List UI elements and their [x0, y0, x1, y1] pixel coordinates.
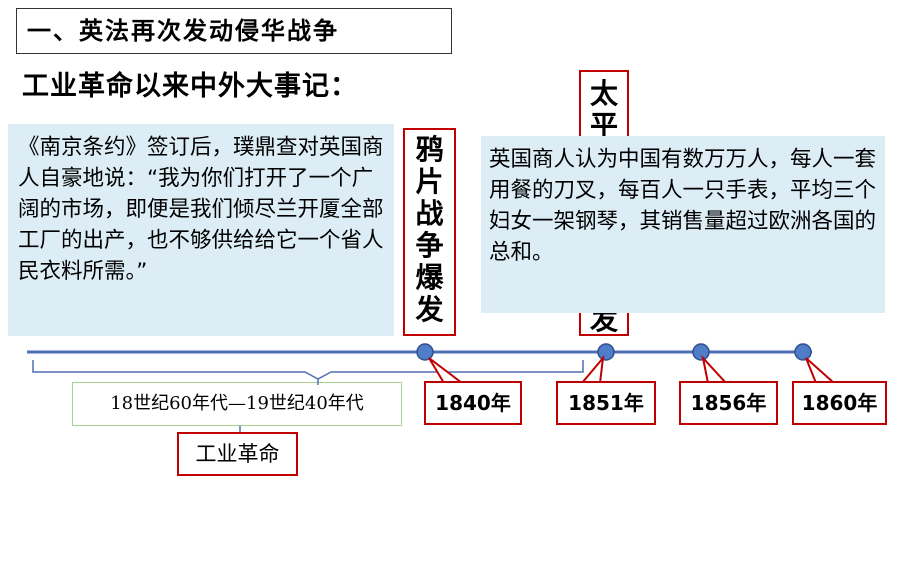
callout-pointer-1851: [579, 354, 605, 384]
section-title: 一、英法再次发动侵华战争: [16, 8, 452, 54]
opium-war-char: 爆: [415, 261, 444, 294]
year-1851: 1851年: [556, 381, 656, 425]
period-label: 18世纪60年代—19世纪40年代: [72, 382, 402, 426]
timeline-dot-1856: [692, 343, 710, 361]
timeline-dot-1851: [597, 343, 615, 361]
callout-pointer-1856: [701, 354, 729, 384]
opium-war-char: 片: [415, 165, 444, 198]
opium-war-char: 发: [415, 293, 444, 326]
subheading: 工业革命以来中外大事记：: [22, 71, 358, 102]
year-1840: 1840年: [424, 381, 522, 425]
timeline-dot-1840: [416, 343, 434, 361]
opium-war-char: 争: [415, 229, 444, 262]
year-1860: 1860年: [792, 381, 887, 425]
opium-war-label: 鸦 片 战 争 爆 发: [403, 128, 456, 336]
callout-pointer-1840: [428, 357, 465, 384]
callout-pointer-1860: [805, 357, 837, 384]
industrial-revolution-label: 工业革命: [177, 432, 298, 476]
opium-war-char: 鸦: [415, 133, 444, 166]
timeline-dot-1860: [794, 343, 812, 361]
period-brace: [32, 360, 584, 380]
opium-war-char: 战: [415, 197, 444, 230]
quote-box: 《南京条约》签订后，璞鼎查对英国商人自豪地说：“我为你们打开了一个广阔的市场，即…: [8, 124, 394, 336]
year-1856: 1856年: [679, 381, 778, 425]
taiping-char: 太: [589, 77, 618, 110]
merchant-box: 英国商人认为中国有数万万人，每人一套用餐的刀叉，每百人一只手表，平均三个妇女一架…: [481, 136, 885, 313]
